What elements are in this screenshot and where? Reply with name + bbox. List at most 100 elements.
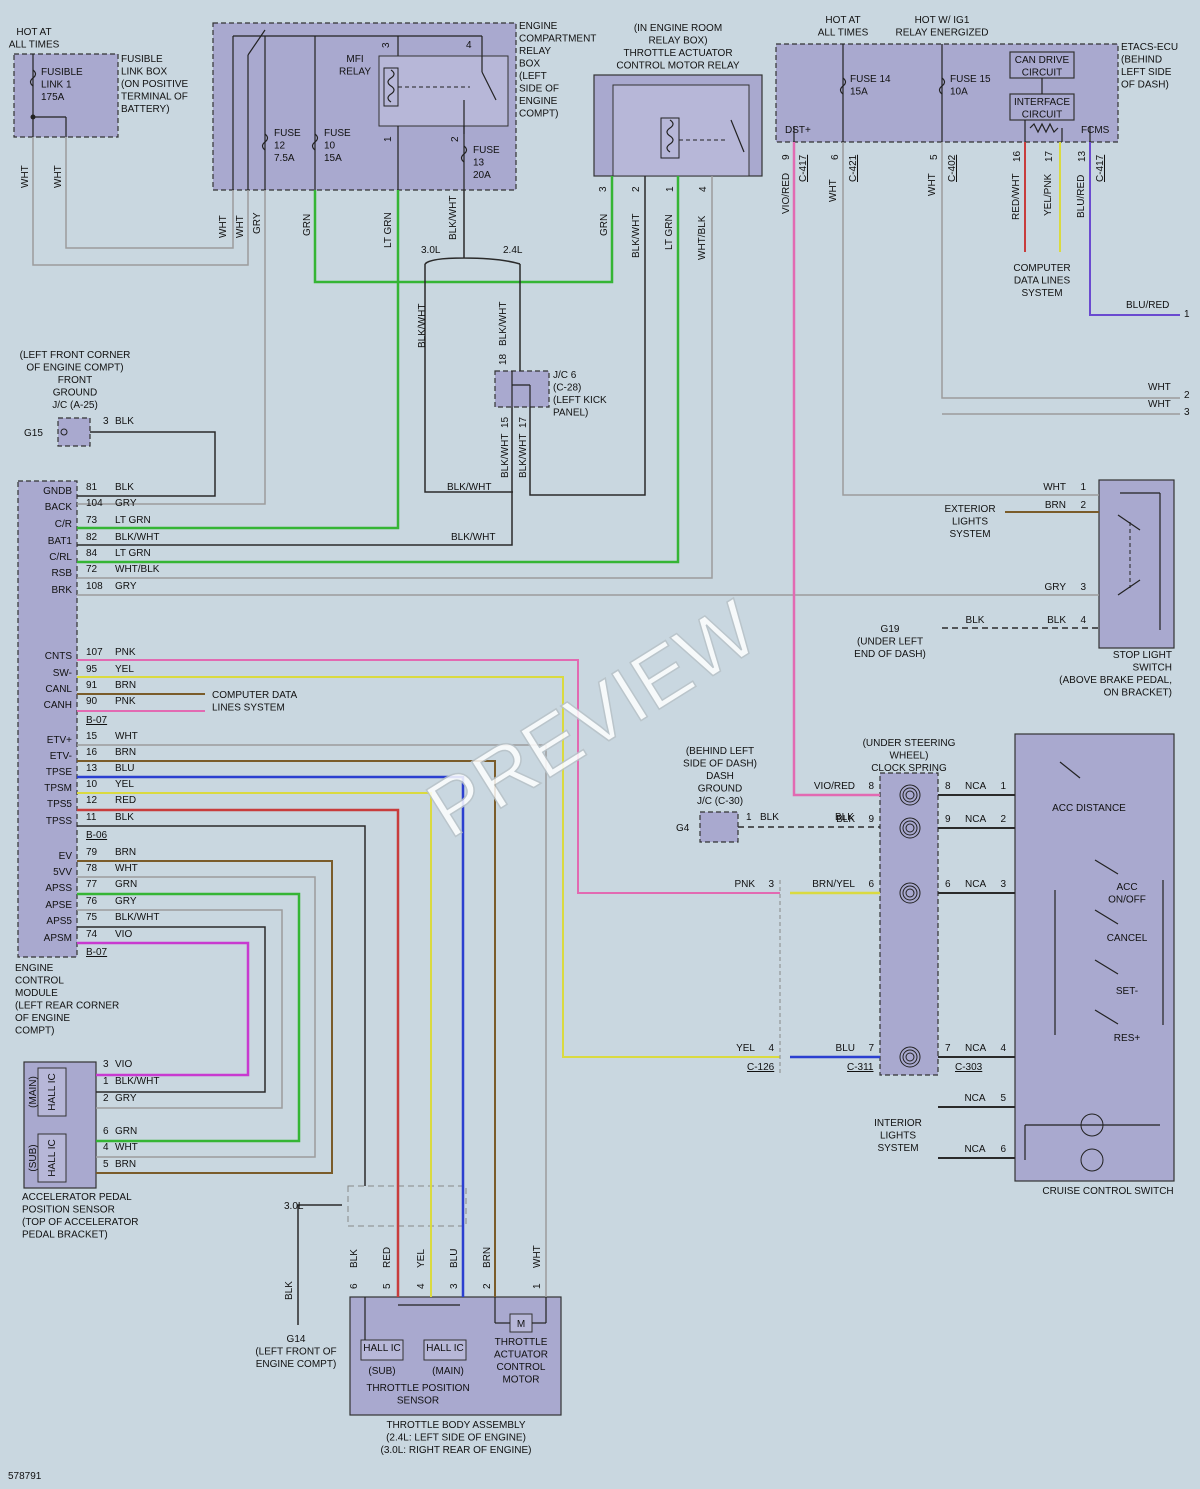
- ecm-pin-num-1: 104: [86, 498, 103, 509]
- ecm-pin-wire-22: VIO: [115, 929, 132, 940]
- tb-pin-wire-4: BRN: [482, 1247, 493, 1268]
- app-main-label: (MAIN): [28, 1076, 39, 1108]
- pin-e5: 5: [929, 154, 940, 160]
- pin-mfi3: 3: [381, 42, 392, 48]
- wire-yel-tpsm: [77, 792, 432, 1297]
- ecm-pin-wire-2: LT GRN: [115, 515, 151, 526]
- clock-spring-coil-icon: [899, 817, 921, 839]
- stop-pin-num-0: 1: [1080, 482, 1086, 493]
- ecm-pin-num-0: 81: [86, 482, 98, 493]
- w-blured-h: BLU/RED: [1126, 300, 1169, 311]
- wire-labels: WHT WHT WHT WHT GRY GRN LT GRN BLK/WHT G…: [20, 165, 1171, 1300]
- cs-rpin-1: 9: [945, 814, 951, 825]
- v30-top: 3.0L: [421, 245, 441, 256]
- wire-gry-apse: [77, 909, 283, 1109]
- c-pnk-n: 3: [768, 879, 774, 890]
- app-pin-num-5: 5: [103, 1159, 109, 1170]
- wire-brn-ev: [77, 860, 333, 1174]
- clock-spring-coil-icon: [899, 882, 921, 904]
- stop-pin-num-2: 3: [1080, 582, 1086, 593]
- ecm-pin-name-11: ETV+: [47, 735, 72, 746]
- ecm-pin-name-14: TPSM: [44, 783, 72, 794]
- motor-label: M: [517, 1319, 525, 1330]
- tb-pin-num-0: 6: [349, 1283, 360, 1289]
- acc-distance-label: ACC DISTANCE: [1052, 803, 1126, 814]
- pin-mfi1: 1: [383, 136, 394, 142]
- pin-e17: 17: [1044, 150, 1055, 162]
- cs-lpin-0: 8: [868, 781, 874, 792]
- w-blkwht-v: BLK/WHT: [417, 304, 428, 348]
- cs-lwire-1: BLK: [836, 814, 855, 825]
- app-pin-wire-0: VIO: [115, 1059, 132, 1070]
- hall-ic-main: HALL IC: [426, 1343, 463, 1354]
- wire-blk-g15: [77, 431, 216, 497]
- w-blkwht2: BLK/WHT: [631, 214, 642, 258]
- stop-pin-wire-1: BRN: [1045, 500, 1066, 511]
- wire-blk-tpss: [77, 825, 366, 1186]
- wire-blured: [1089, 142, 1180, 316]
- cs-lpin-2: 6: [868, 879, 874, 890]
- wire-wht-ig1: [941, 142, 1180, 415]
- conn-c417b: C-417: [1095, 154, 1106, 182]
- pin-jc17: 17: [518, 416, 529, 428]
- app-pin-wire-5: BRN: [115, 1159, 136, 1170]
- ecm-pin-wire-20: GRY: [115, 896, 137, 907]
- ecm-pin-wire-14: YEL: [115, 779, 134, 790]
- ecm-pin-wire-12: BRN: [115, 747, 136, 758]
- conn-b07b: B-07: [86, 947, 108, 958]
- front-ground-jc: [57, 417, 91, 447]
- w-wht5: WHT: [828, 179, 839, 202]
- cs-rwire-2: NCA: [965, 879, 986, 890]
- w-wht-h3: WHT: [1148, 399, 1171, 410]
- v24-top: 2.4L: [503, 245, 523, 256]
- wire-wht-5vv: [77, 876, 316, 1158]
- ecm-pin-wire-19: GRN: [115, 879, 137, 890]
- conn-c421: C-421: [848, 154, 859, 182]
- ecm-pin-name-6: BRK: [51, 585, 72, 596]
- fusible-link-box: [13, 53, 119, 138]
- ecm-pin-wire-11: WHT: [115, 731, 138, 742]
- app-pin-wire-1: BLK/WHT: [115, 1076, 159, 1087]
- app-pin-num-4: 4: [103, 1142, 109, 1153]
- w-grn2: GRN: [599, 214, 610, 236]
- tb-pin-num-1: 5: [382, 1283, 393, 1289]
- wire-blkwht-jc15: [77, 407, 513, 546]
- stop-light-switch-box: [1098, 479, 1175, 649]
- cs-rwire-1: NCA: [965, 814, 986, 825]
- ecm-pin-name-19: APSS: [45, 883, 72, 894]
- cs-spin-0: 1: [1000, 781, 1006, 792]
- nca6-pin: 6: [1000, 1144, 1006, 1155]
- ecm-pin-wire-17: BRN: [115, 847, 136, 858]
- stop-g19-wire: BLK: [966, 615, 985, 626]
- ecm-module: [17, 480, 78, 958]
- ecm-pin-wire-18: WHT: [115, 863, 138, 874]
- figure-id: 578791: [8, 1471, 42, 1482]
- clock-spring-box: [879, 772, 939, 1076]
- ecm-pin-name-17: EV: [59, 851, 73, 862]
- c-pnk: PNK: [734, 879, 755, 890]
- ecm-pin-num-2: 73: [86, 515, 98, 526]
- conn-b07a: B-07: [86, 715, 108, 726]
- ecm-pin-num-5: 72: [86, 564, 98, 575]
- cs-lpin-1: 9: [868, 814, 874, 825]
- w-redwht: RED/WHT: [1011, 173, 1022, 220]
- wire-blu-tpse: [77, 775, 465, 1297]
- ecm-pin-wire-13: BLU: [115, 763, 134, 774]
- ecm-pin-num-16: 11: [86, 812, 97, 823]
- pin-tac4: 4: [698, 186, 709, 192]
- cs-spin-3: 4: [1000, 1043, 1006, 1054]
- app-pin-wire-3: GRN: [115, 1126, 137, 1137]
- wire-blkwht-left: [424, 264, 513, 493]
- nca6-wire: NCA: [964, 1144, 985, 1155]
- w-blkwht-h2: BLK/WHT: [451, 532, 495, 543]
